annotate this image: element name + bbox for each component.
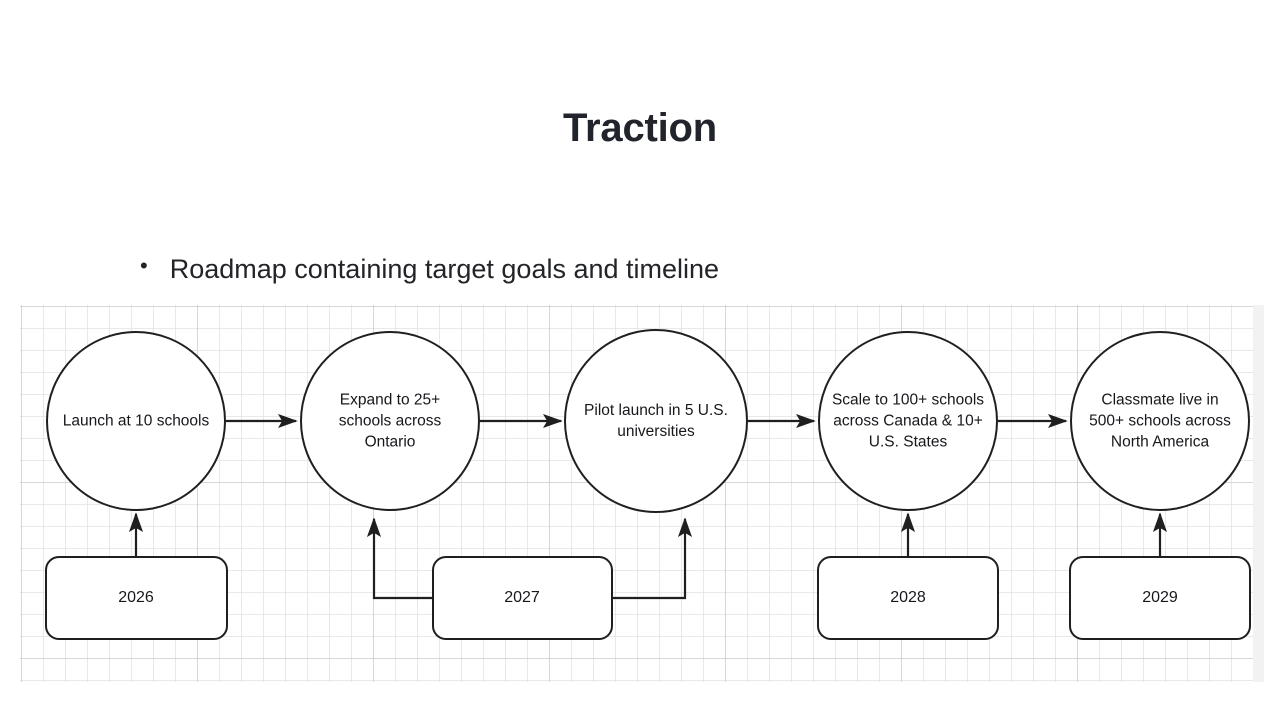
diagram-right-edge-shade [1253, 305, 1264, 682]
milestone-node-1[interactable] [46, 331, 226, 511]
bullet-item-label: Roadmap containing target goals and time… [169, 254, 720, 284]
milestone-node-4[interactable] [818, 331, 998, 511]
page-title: Traction [563, 106, 717, 150]
milestone-node-3[interactable] [564, 329, 748, 513]
year-box-2026[interactable] [45, 556, 228, 640]
bullet-list-item: • Roadmap containing target goals and ti… [140, 249, 719, 289]
milestone-node-5[interactable] [1070, 331, 1250, 511]
connector-arrow-2027-to-3 [612, 517, 693, 600]
year-box-2027[interactable] [432, 556, 613, 640]
year-box-2029[interactable] [1069, 556, 1251, 640]
connector-arrow-2027-to-2 [366, 517, 433, 600]
bullet-point-icon: • [140, 253, 148, 278]
milestone-node-2[interactable] [300, 331, 480, 511]
year-box-2028[interactable] [817, 556, 999, 640]
